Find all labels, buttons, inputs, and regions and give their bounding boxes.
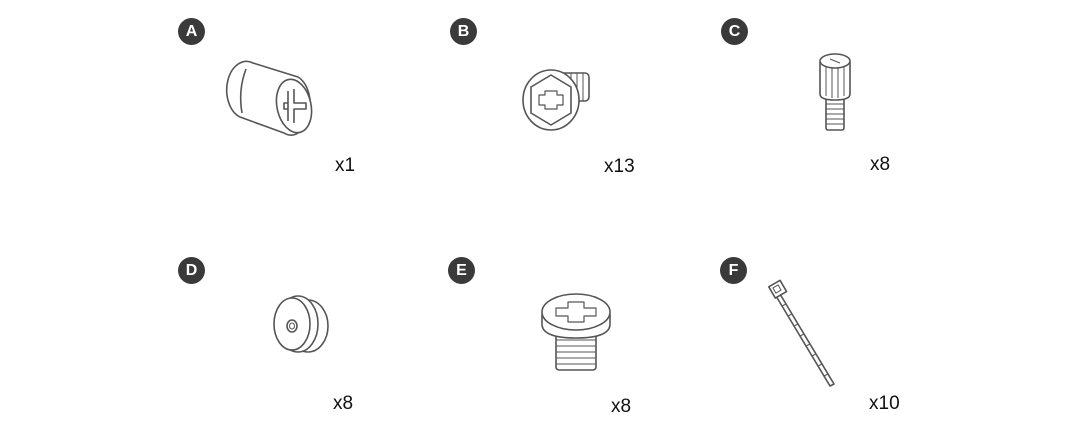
pan-head-screw-icon	[538, 288, 620, 378]
barrel-nut-icon	[228, 55, 323, 135]
quantity-a: x1	[335, 155, 355, 177]
badge-c: C	[721, 18, 748, 45]
grommet-icon	[268, 290, 338, 360]
quantity-d: x8	[333, 393, 353, 415]
badge-b: B	[450, 18, 477, 45]
quantity-e: x8	[611, 396, 631, 418]
badge-a: A	[178, 18, 205, 45]
quantity-f: x10	[869, 393, 900, 415]
badge-d: D	[178, 257, 205, 284]
badge-e: E	[448, 257, 475, 284]
hex-washer-screw-icon	[515, 55, 605, 135]
cable-tie-icon	[768, 280, 840, 390]
badge-f: F	[720, 257, 747, 284]
quantity-c: x8	[870, 154, 890, 176]
quantity-b: x13	[604, 156, 635, 178]
thumb-screw-icon	[812, 48, 857, 136]
